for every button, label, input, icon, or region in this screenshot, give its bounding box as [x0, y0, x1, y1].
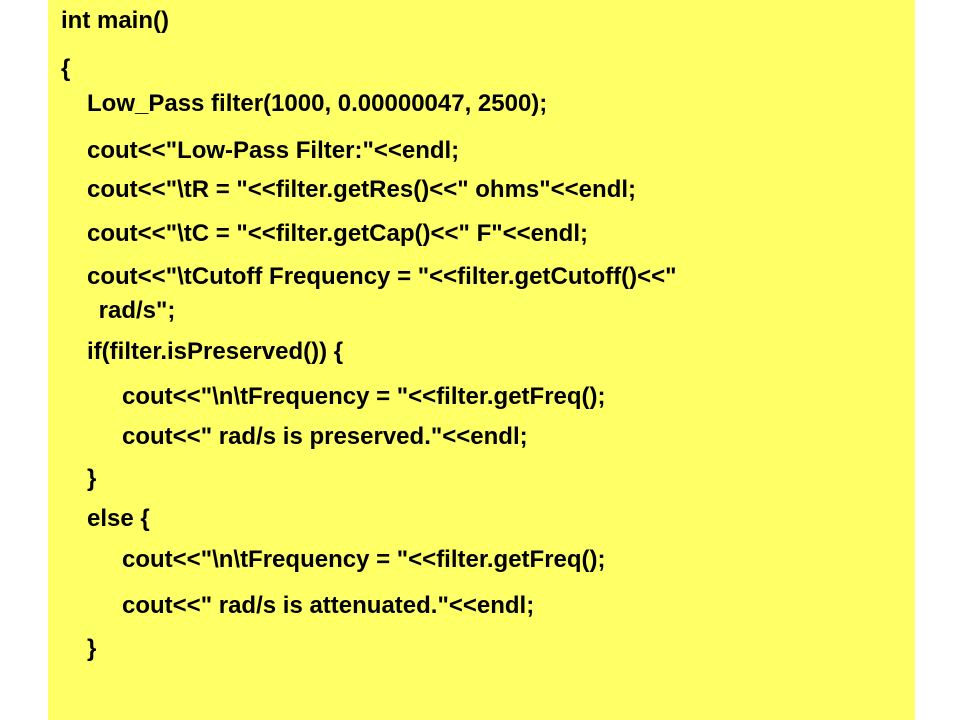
code-line-7: cout<<"\tCutoff Frequency = "<<filter.ge…: [87, 263, 677, 290]
code-panel: int main() { Low_Pass filter(1000, 0.000…: [48, 0, 915, 720]
code-line-8: rad/s";: [92, 297, 176, 324]
code-line-15: cout<<" rad/s is attenuated."<<endl;: [122, 592, 535, 619]
code-line-4: cout<<"Low-Pass Filter:"<<endl;: [87, 137, 460, 164]
code-line-16: }: [87, 635, 97, 662]
code-line-14: cout<<"\n\tFrequency = "<<filter.getFreq…: [122, 546, 606, 573]
code-line-13: else {: [87, 505, 150, 532]
code-line-6: cout<<"\tC = "<<filter.getCap()<<" F"<<e…: [87, 220, 588, 247]
code-line-9: if(filter.isPreserved()) {: [87, 338, 344, 365]
code-line-10: cout<<"\n\tFrequency = "<<filter.getFreq…: [122, 383, 606, 410]
code-line-5: cout<<"\tR = "<<filter.getRes()<<" ohms"…: [87, 176, 637, 203]
code-line-2: {: [61, 55, 71, 82]
code-line-3: Low_Pass filter(1000, 0.00000047, 2500);: [87, 90, 548, 117]
code-line-1: int main(): [61, 7, 169, 34]
code-line-11: cout<<" rad/s is preserved."<<endl;: [122, 423, 528, 450]
code-line-12: }: [87, 465, 97, 492]
